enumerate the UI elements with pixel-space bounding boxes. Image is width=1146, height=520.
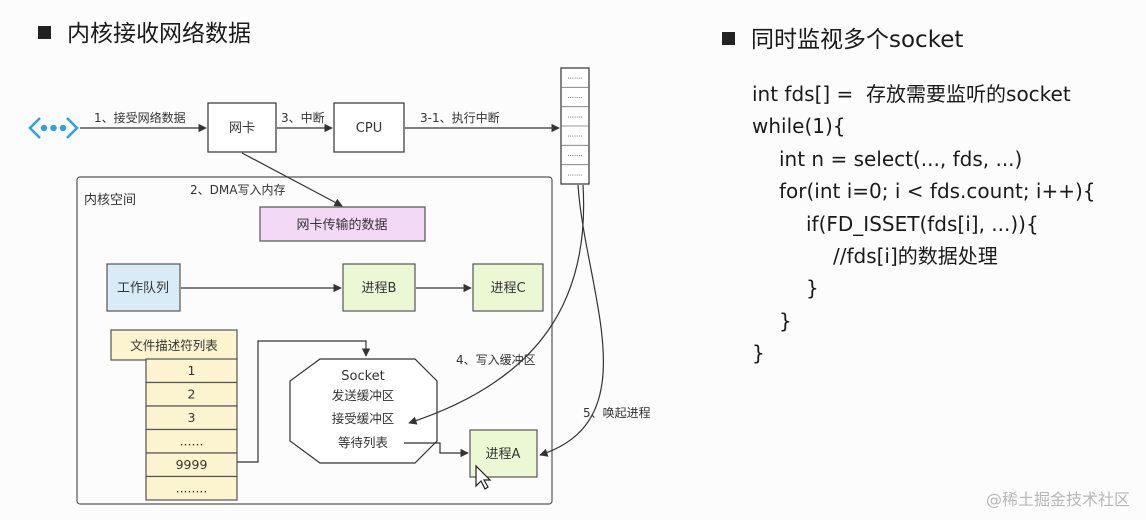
socket-shape xyxy=(289,358,438,464)
code-line: } xyxy=(806,276,819,301)
code-line: //fds[i]的数据处理 xyxy=(833,244,998,269)
process-b-box xyxy=(342,263,416,312)
work-queue-label: 工作队列 xyxy=(117,281,169,296)
code-block: int fds[] = 存放需要监听的socket while(1){ int … xyxy=(752,78,1096,370)
fd-table-row-label: 3 xyxy=(188,410,196,425)
cpu-box xyxy=(333,102,405,153)
cpu-label: CPU xyxy=(356,121,382,136)
socket-send-buffer: 发送缓冲区 xyxy=(332,388,395,403)
mouse-cursor-icon xyxy=(475,464,492,490)
nic-box xyxy=(207,102,277,153)
wait-list-to-a-arrow xyxy=(404,442,469,458)
code-line: while(1){ xyxy=(752,114,846,139)
fd-table-row xyxy=(145,475,238,501)
interrupt-arrow-label: 3、中断 xyxy=(281,110,325,125)
left-title-text: 内核接收网络数据 xyxy=(67,21,251,47)
code-line: } xyxy=(779,308,792,333)
code-line: for(int i=0; i < fds.count; i++){ xyxy=(779,179,1096,204)
fd-table-row-label: ........ xyxy=(176,481,208,496)
memory-cell: ....... xyxy=(567,92,583,100)
memory-cell: ....... xyxy=(567,111,583,119)
watermark: @稀土掘金技术社区 xyxy=(985,490,1130,509)
kernel-space-label: 内核空间 xyxy=(84,192,136,208)
memory-cell: ....... xyxy=(567,131,583,139)
process-b-label: 进程B xyxy=(362,281,397,296)
process-c-label: 进程C xyxy=(490,281,525,296)
fd-table-row-label: 2 xyxy=(188,387,196,402)
memory-cell: ....... xyxy=(567,169,583,177)
memory-cell: ....... xyxy=(567,73,583,81)
dma-arrow xyxy=(241,152,343,207)
socket-recv-buffer: 接受缓冲区 xyxy=(332,411,395,426)
code-line: int n = select(..., fds, ...) xyxy=(779,146,1023,171)
exec-interrupt-arrow-label: 3-1、执行中断 xyxy=(420,110,500,125)
code-line: int fds[] = 存放需要监听的socket xyxy=(752,82,1071,106)
write-buffer-label: 4、写入缓冲区 xyxy=(456,352,536,367)
wake-process-label: 5、唤起进程 xyxy=(583,405,651,420)
dma-arrow-label: 2、DMA写入内存 xyxy=(190,183,285,197)
process-a-label: 进程A xyxy=(486,447,521,462)
receive-arrow-label: 1、接受网络数据 xyxy=(94,110,186,125)
work-queue-box xyxy=(106,263,181,312)
code-line: } xyxy=(752,341,765,366)
fd-table-row-label: 1 xyxy=(188,363,196,378)
process-a-box xyxy=(469,429,538,478)
right-title: 同时监视多个socket xyxy=(722,20,963,54)
fd-table-row-label: 9999 xyxy=(176,457,208,472)
left-title: 内核接收网络数据 xyxy=(38,14,251,48)
nic-data-box xyxy=(259,206,426,242)
fd-table-header xyxy=(110,329,238,361)
nic-data-label: 网卡传输的数据 xyxy=(296,217,387,233)
socket-title: Socket xyxy=(341,369,385,384)
wake-process-arrow xyxy=(539,184,605,457)
fd-table-header-label: 文件描述符列表 xyxy=(130,338,218,353)
fd-to-socket-arrow xyxy=(237,340,371,463)
write-buffer-arrow xyxy=(408,184,585,425)
bullet-square-icon xyxy=(38,26,51,39)
fd-table-row-label: ...... xyxy=(180,434,204,449)
network-dots-icon xyxy=(28,117,79,139)
bullet-square-icon xyxy=(722,32,735,45)
socket-wait-list: 等待列表 xyxy=(338,435,389,450)
process-c-box xyxy=(472,263,544,312)
fd-table-rows: 1 2 3...... 9999........ xyxy=(145,358,238,501)
memory-cells: ........................................… xyxy=(561,73,589,177)
kernel-space-box xyxy=(76,176,553,505)
kernel-diagram: 内核空间 网卡 CPU ............................… xyxy=(28,67,651,505)
memory-cell: ....... xyxy=(567,150,583,158)
right-title-text: 同时监视多个socket xyxy=(751,27,964,53)
code-line: if(FD_ISSET(fds[i], ...)){ xyxy=(806,211,1039,236)
nic-label: 网卡 xyxy=(229,121,255,136)
